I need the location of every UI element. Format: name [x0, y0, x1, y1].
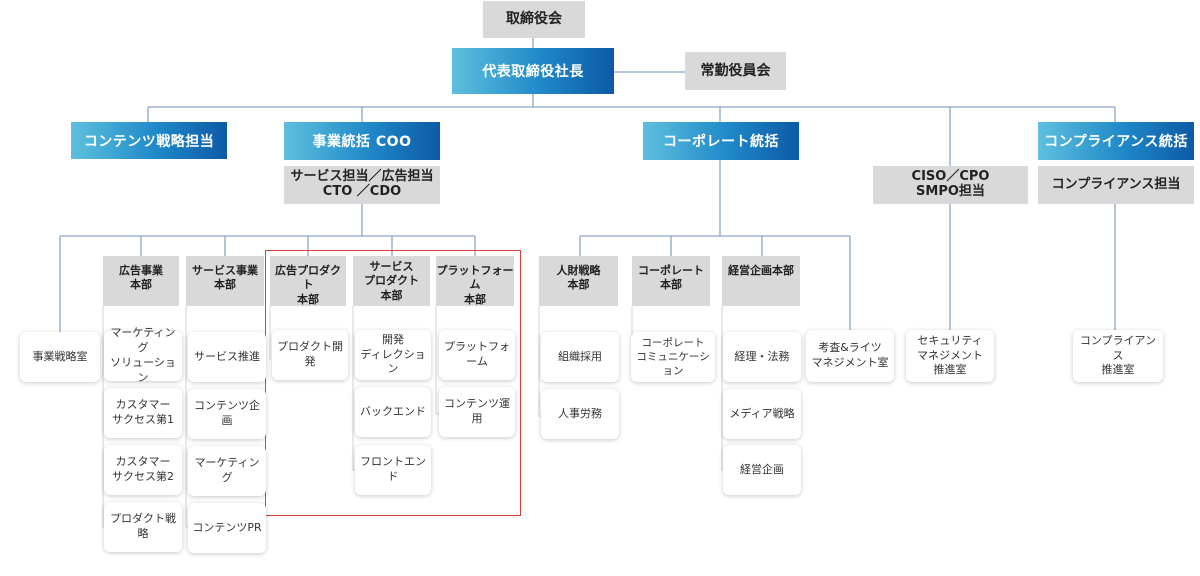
- dept-hr: 人財戦略 本部: [539, 256, 618, 306]
- unit-product-strategy: プロダクト戦略: [104, 502, 182, 552]
- corporate-box: コーポレート統括: [643, 122, 799, 160]
- dept-service-biz: サービス事業 本部: [186, 256, 264, 306]
- unit-biz-strategy-office: 事業戦略室: [20, 332, 100, 382]
- unit-frontend: フロントエンド: [355, 445, 431, 495]
- unit-audit-rights: 考査&ライツ マネジメント室: [806, 330, 894, 382]
- unit-accounting-legal: 経理・法務: [723, 332, 801, 382]
- coo-box: 事業統括 COO: [284, 122, 440, 160]
- ciso-box: CISO／CPO SMPO担当: [873, 166, 1028, 204]
- highlight-frame: [265, 250, 521, 516]
- unit-content-pr: コンテンツPR: [188, 503, 266, 553]
- unit-content-ops: コンテンツ運用: [439, 387, 515, 437]
- dept-service-product: サービス プロダクト 本部: [353, 256, 430, 306]
- unit-recruiting: 組織採用: [541, 332, 619, 382]
- ceo-box: 代表取締役社長: [452, 48, 614, 94]
- coo-sub-box: サービス担当／広告担当 CTO ／CDO: [284, 166, 440, 204]
- compliance-sub-box: コンプライアンス担当: [1038, 166, 1194, 204]
- unit-dev-direction: 開発 ディレクション: [355, 330, 431, 380]
- compliance-box: コンプライアンス統括: [1038, 122, 1194, 160]
- unit-corporate-communication: コーポレート コミュニケーション: [631, 332, 715, 382]
- unit-labor: 人事労務: [541, 389, 619, 439]
- unit-security-office: セキュリティ マネジメント 推進室: [906, 330, 994, 382]
- unit-platform: プラットフォーム: [439, 330, 515, 380]
- dept-ad-product: 広告プロダクト 本部: [270, 256, 346, 306]
- dept-management-planning: 経営企画本部: [722, 256, 800, 306]
- unit-backend: バックエンド: [355, 387, 431, 437]
- unit-marketing-solution: マーケティング ソリューション: [104, 326, 182, 384]
- board-box: 取締役会: [483, 1, 585, 38]
- unit-marketing: マーケティング: [188, 446, 266, 496]
- dept-corporate-hq: コーポレート 本部: [632, 256, 710, 306]
- unit-compliance-office: コンプライアンス 推進室: [1073, 330, 1163, 382]
- unit-content-planning: コンテンツ企画: [188, 389, 266, 439]
- dept-platform: プラットフォーム 本部: [436, 256, 514, 306]
- unit-customer-success-2: カスタマー サクセス第2: [104, 445, 182, 495]
- unit-customer-success-1: カスタマー サクセス第1: [104, 388, 182, 438]
- unit-product-dev: プロダクト開発: [272, 330, 348, 380]
- content-strategy-box: コンテンツ戦略担当: [71, 122, 227, 159]
- unit-media-strategy: メディア戦略: [723, 389, 801, 439]
- dept-ad-biz: 広告事業 本部: [103, 256, 179, 306]
- unit-service-promotion: サービス推進: [188, 332, 266, 382]
- executive-committee-box: 常勤役員会: [685, 52, 786, 90]
- unit-management-planning: 経営企画: [723, 445, 801, 495]
